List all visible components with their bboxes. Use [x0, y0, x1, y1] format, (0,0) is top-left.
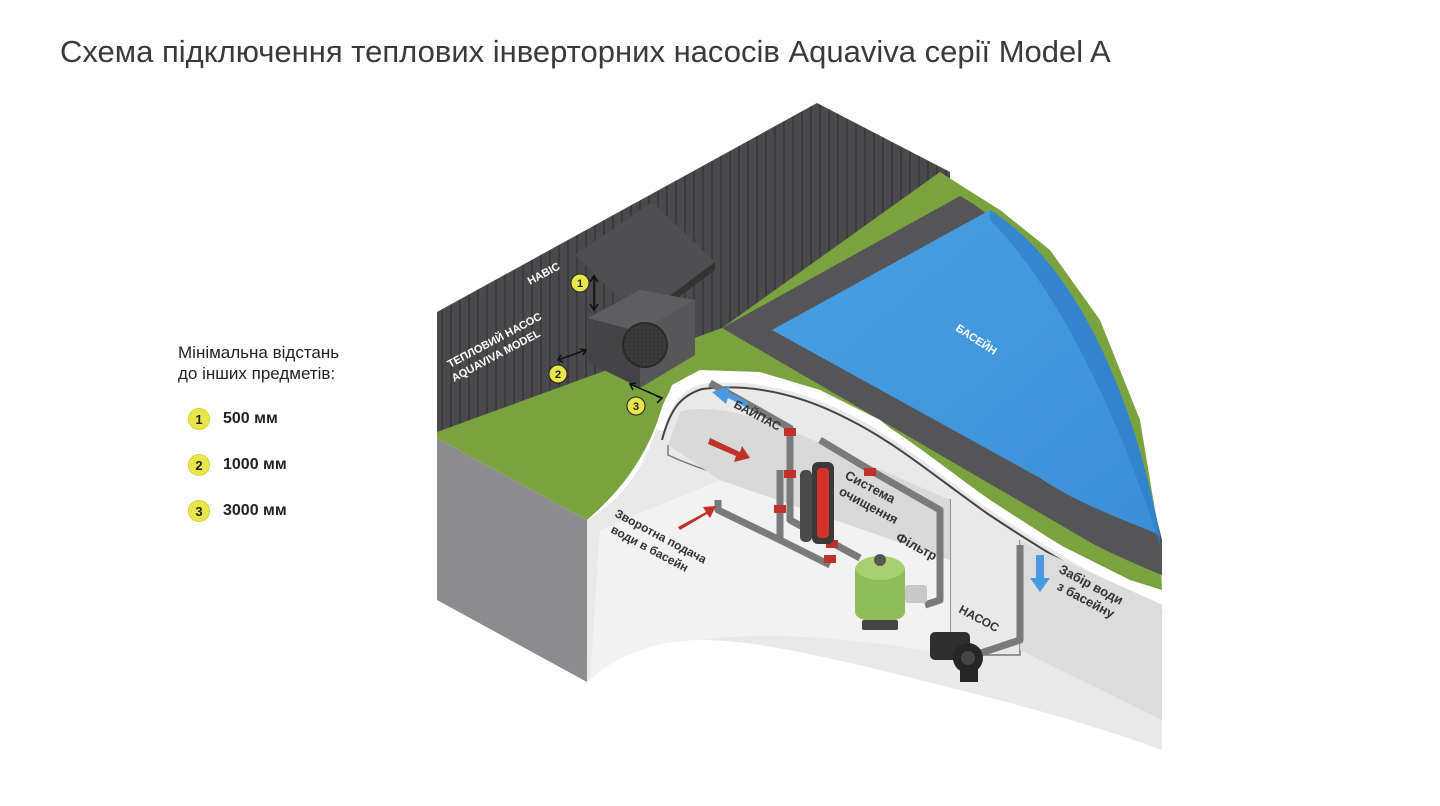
legend-caption-line2: до інших предметів: — [178, 364, 336, 383]
supply-arrow-icon — [708, 438, 750, 462]
ground-cut-outline — [656, 374, 1164, 607]
legend-item: 1 500 мм — [188, 408, 278, 430]
legend-item: 3 3000 мм — [188, 500, 287, 522]
legend-value: 3000 мм — [223, 502, 287, 519]
marker-1: 1 — [570, 273, 590, 293]
return-arrow-icon — [678, 506, 716, 530]
legend-value: 500 мм — [223, 410, 278, 427]
distance-arrows — [556, 274, 664, 404]
sand-filter — [855, 554, 927, 630]
bypass-arrow-icon — [712, 386, 748, 408]
cleaning-system — [800, 462, 834, 544]
legend-value: 1000 мм — [223, 456, 287, 473]
pipe-fittings — [774, 428, 876, 563]
ground-front-left — [437, 438, 587, 682]
legend-number-badge: 3 — [188, 500, 210, 522]
heat-pump-unit — [575, 202, 715, 388]
page-title: Схема підключення теплових інверторних н… — [60, 34, 1111, 69]
legend-item: 2 1000 мм — [188, 454, 287, 476]
marker-2-label: 2 — [555, 369, 561, 381]
legend-caption-line1: Мінімальна відстань — [178, 343, 340, 362]
marker-3-label: 3 — [633, 401, 639, 413]
legend-number-badge: 2 — [188, 454, 210, 476]
distance-legend: Мінімальна відстань до інших предметів: … — [178, 342, 408, 522]
legend-number-badge: 1 — [188, 408, 210, 430]
intake-arrow-icon — [1030, 555, 1050, 592]
flow-arrows — [678, 386, 1050, 592]
marker-2: 2 — [548, 364, 568, 384]
marker-3: 3 — [626, 396, 646, 416]
pump — [930, 632, 983, 682]
legend-caption: Мінімальна відстань до інших предметів: — [178, 342, 408, 384]
marker-1-label: 1 — [577, 278, 583, 290]
intake-wall — [1020, 540, 1162, 720]
